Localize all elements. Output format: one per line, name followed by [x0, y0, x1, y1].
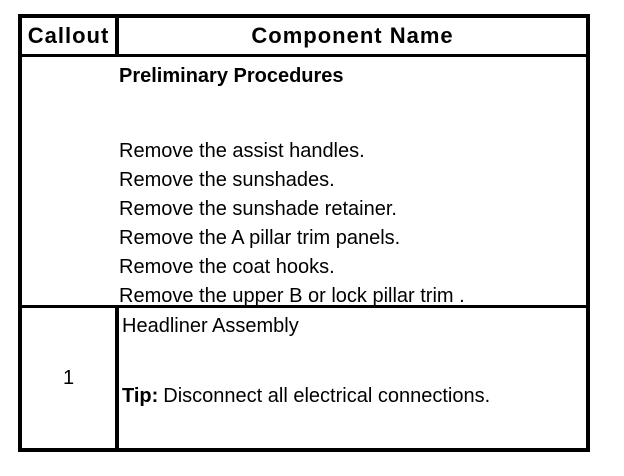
component-row: 1 Headliner Assembly Tip:Disconnect all …: [22, 308, 586, 448]
header-cell-callout: Callout: [22, 18, 119, 54]
callout-number: 1: [62, 366, 75, 389]
component-title: Headliner Assembly: [122, 315, 299, 337]
tip-label: Tip:: [122, 385, 159, 407]
tip-line: Tip:Disconnect all electrical connection…: [122, 382, 584, 411]
procedure-step: Remove the A pillar trim panels.: [119, 227, 401, 249]
table-header-row: Callout Component Name: [22, 18, 586, 57]
component-name-cell: Headliner Assembly Tip:Disconnect all el…: [119, 308, 586, 448]
procedure-step: Remove the coat hooks.: [119, 256, 335, 278]
procedure-step: Remove the upper B or lock pillar trim .: [119, 285, 465, 307]
tip-text: Disconnect all electrical connections.: [163, 385, 491, 407]
preliminary-procedures-title: Preliminary Procedures: [119, 65, 344, 87]
callout-cell: 1: [22, 308, 119, 448]
header-cell-component-name: Component Name: [251, 23, 454, 48]
procedure-step: Remove the assist handles.: [119, 140, 365, 162]
preliminary-procedures-row: Preliminary Procedures Remove the assist…: [22, 57, 586, 308]
procedure-step: Remove the sunshades.: [119, 169, 335, 191]
procedure-step: Remove the sunshade retainer.: [119, 198, 397, 220]
component-table: Callout Component Name Preliminary Proce…: [18, 14, 590, 452]
